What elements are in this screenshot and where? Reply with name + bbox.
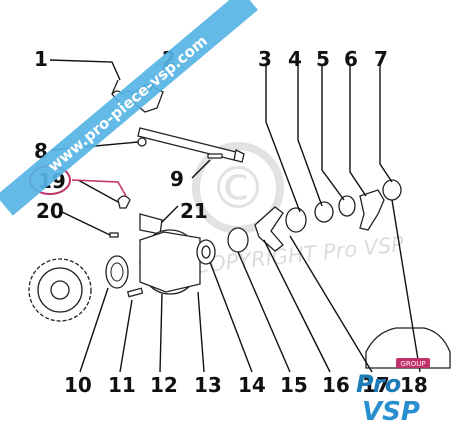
washer-5	[338, 195, 356, 217]
callout-10: 10	[64, 373, 92, 397]
callout-12: 12	[150, 373, 178, 397]
screw-part	[109, 232, 119, 238]
logo-vsp: VSP	[362, 397, 420, 427]
callout-17: 17	[362, 373, 390, 397]
callout-11: 11	[108, 373, 136, 397]
sensor-part	[117, 195, 131, 209]
bearing-3	[285, 207, 307, 233]
copyright-text: COPYRIGHT Pro VSP	[193, 232, 405, 278]
bracket-6-part	[359, 189, 385, 231]
seal-part	[105, 255, 129, 289]
callout-5: 5	[316, 47, 330, 71]
callout-1: 1	[34, 47, 48, 71]
callout-20: 20	[36, 199, 64, 223]
fork-part	[254, 206, 284, 252]
callout-3: 3	[258, 47, 272, 71]
callout-18: 18	[400, 373, 428, 397]
callout-21: 21	[180, 199, 208, 223]
clip-part	[137, 137, 147, 147]
callout-6: 6	[344, 47, 358, 71]
pro-vsp-logo: GROUP Pro VSP	[356, 358, 430, 427]
cap-7	[382, 179, 402, 201]
pin-part	[207, 153, 223, 159]
car-silhouette	[365, 327, 451, 369]
callout-4: 4	[288, 47, 302, 71]
website-banner-text: www.pro-piece-vsp.com	[44, 32, 211, 176]
housing-part	[139, 229, 201, 295]
logo-pro: Pro	[356, 370, 401, 398]
callout-16: 16	[322, 373, 350, 397]
callout-14: 14	[238, 373, 266, 397]
copyright-symbol: ©	[209, 154, 267, 222]
callout-7: 7	[374, 47, 388, 71]
bolt-part	[126, 287, 144, 298]
bearing-4	[314, 201, 334, 223]
ring-part	[227, 227, 249, 253]
shaft-end	[233, 149, 245, 163]
callout-15: 15	[280, 373, 308, 397]
bearing-part	[196, 239, 216, 265]
bracket-part	[139, 213, 163, 235]
gear-part	[28, 258, 92, 322]
highlight-lead	[71, 179, 127, 197]
logo-badge: GROUP	[400, 360, 425, 368]
callout-13: 13	[194, 373, 222, 397]
callout-labels: 1 2 3 4 5 6 7 8 9 10 11 12 13 14 15 16 1…	[29, 47, 428, 397]
callout-9: 9	[170, 167, 184, 191]
